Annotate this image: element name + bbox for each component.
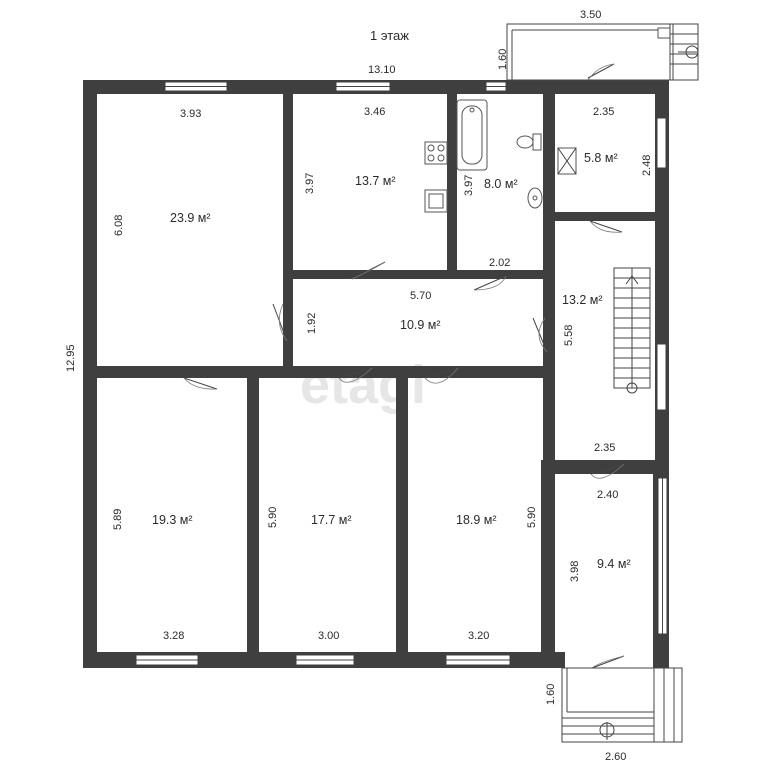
room-dim: 5.89	[112, 509, 124, 530]
room-area: 13.2 м²	[562, 293, 603, 307]
top-porch-width: 3.50	[580, 9, 601, 21]
overall-height: 12.95	[65, 344, 77, 372]
toilet	[516, 133, 542, 151]
boiler	[557, 147, 577, 175]
stove	[424, 141, 448, 165]
bottom-porch-depth: 1.60	[545, 684, 557, 705]
room-dim: 3.20	[468, 630, 489, 642]
room-dim: 2.40	[597, 489, 618, 501]
room-dim: 2.35	[594, 442, 615, 454]
room-dim: 2.35	[593, 106, 614, 118]
room-dim: 3.98	[569, 561, 581, 582]
room-dim: 3.97	[463, 175, 475, 196]
bathtub	[456, 99, 488, 171]
windows	[135, 81, 668, 666]
room-area: 18.9 м²	[456, 513, 497, 527]
top-porch-depth: 1.60	[497, 49, 509, 70]
bottom-porch-width: 2.60	[605, 751, 626, 763]
room-area: 9.4 м²	[597, 557, 631, 571]
room-dim: 3.28	[163, 630, 184, 642]
room-area: 19.3 м²	[152, 513, 193, 527]
top-porch	[506, 23, 699, 81]
room-dim: 5.70	[410, 290, 431, 302]
room-area: 8.0 м²	[484, 177, 518, 191]
interior-walls	[97, 94, 655, 652]
doors	[183, 63, 625, 669]
bottom-porch	[561, 667, 683, 743]
room-dim: 3.97	[304, 173, 316, 194]
room-area: 23.9 м²	[170, 211, 211, 225]
room-dim: 6.08	[113, 215, 125, 236]
room-dim: 2.02	[489, 257, 510, 269]
kitchen-sink	[424, 189, 448, 213]
room-dim: 5.90	[526, 507, 538, 528]
room-area: 17.7 м²	[311, 513, 352, 527]
room-area: 5.8 м²	[584, 151, 618, 165]
room-dim: 5.58	[563, 325, 575, 346]
room-dim: 2.48	[641, 155, 653, 176]
room-dim: 3.00	[318, 630, 339, 642]
room-dim: 3.93	[180, 108, 201, 120]
floor-label: 1 этаж	[370, 28, 409, 43]
room-dim: 1.92	[306, 313, 318, 334]
staircase	[613, 267, 651, 394]
washbasin	[527, 187, 543, 209]
room-dim: 3.46	[364, 106, 385, 118]
room-dim: 5.90	[267, 507, 279, 528]
overall-width: 13.10	[368, 64, 396, 76]
room-area: 10.9 м²	[400, 318, 441, 332]
room-area: 13.7 м²	[355, 174, 396, 188]
